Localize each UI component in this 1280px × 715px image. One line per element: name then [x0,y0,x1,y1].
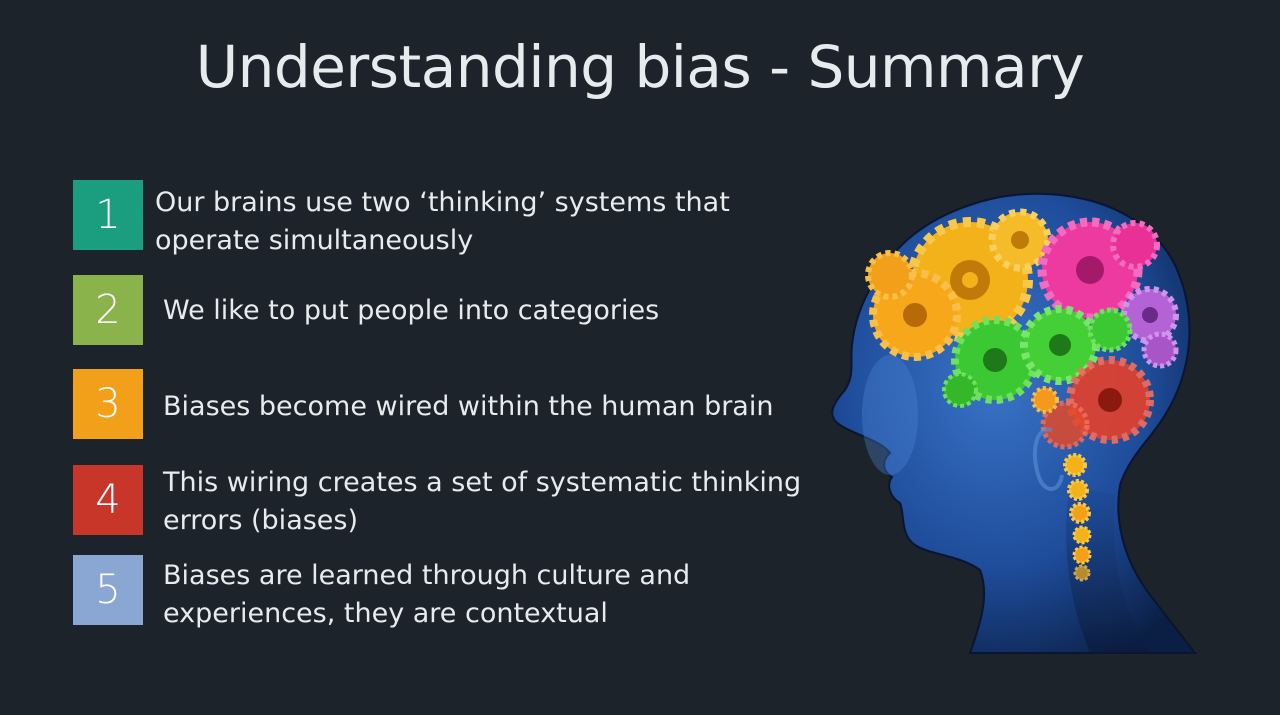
item-text-1: Our brains use two ‘thinking’ systems th… [155,184,730,260]
slide-title: Understanding bias - Summary [195,33,1085,101]
head-with-gears-icon [831,192,1198,654]
number-badge-1: 1 [73,180,143,250]
item-text-3: Biases become wired within the human bra… [163,388,773,426]
item-text-4: This wiring creates a set of systematic … [163,464,801,540]
item-text-5: Biases are learned through culture and e… [163,557,690,633]
item-text-2: We like to put people into categories [163,292,659,330]
number-badge-2: 2 [73,275,143,345]
gear-pink-cluster [1037,217,1160,323]
item-text-4-line-1: This wiring creates a set of systematic … [163,467,802,498]
gear-spine-chain [1063,453,1092,582]
gear-green-cluster [942,305,1133,408]
number-badge-5: 5 [73,555,143,625]
gear-yellow-cluster [865,208,1052,361]
item-text-3-line-1: Biases become wired within the human bra… [163,391,774,422]
item-text-4-line-2: errors (biases) [163,505,359,536]
item-text-5-line-2: experiences, they are contextual [163,598,608,629]
number-badge-3: 3 [73,369,143,439]
number-badge-4: 4 [73,465,143,535]
item-text-1-line-2: operate simultaneously [155,225,474,256]
gear-red-cluster [1031,356,1154,450]
item-text-5-line-1: Biases are learned through culture and [163,560,691,591]
item-text-1-line-1: Our brains use two ‘thinking’ systems th… [155,187,730,218]
item-text-2-line-1: We like to put people into categories [163,295,660,326]
